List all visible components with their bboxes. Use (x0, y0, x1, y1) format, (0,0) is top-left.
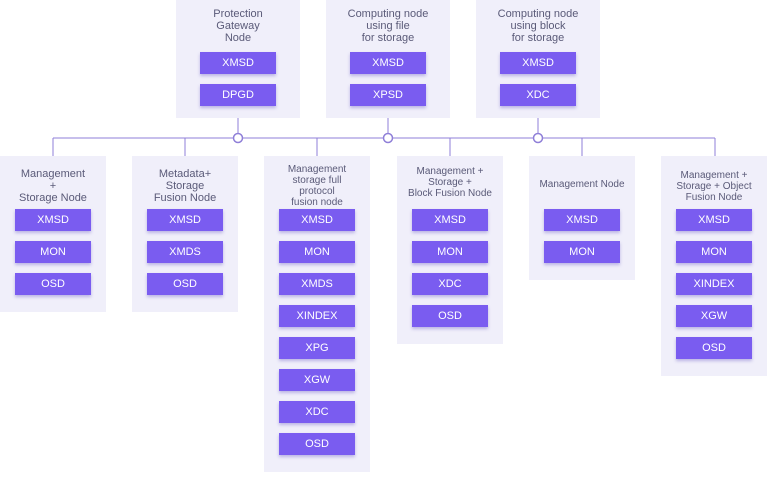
junction-circle-1 (232, 132, 244, 144)
service-box: XMSD (200, 52, 276, 74)
service-box: XMDS (147, 241, 223, 263)
junction-circle-2 (382, 132, 394, 144)
node-computing-file: Computing node using file for storage XM… (326, 0, 450, 118)
node-title: Management Node (539, 179, 625, 190)
service-box: OSD (147, 273, 223, 295)
node-title: Management storage full protocol fusion … (287, 164, 347, 208)
service-box: MON (15, 241, 91, 263)
service-box: XMSD (350, 52, 426, 74)
service-box: XPG (279, 337, 355, 359)
node-computing-block: Computing node using block for storage X… (476, 0, 600, 118)
service-box: MON (676, 241, 752, 263)
node-protection-gateway: Protection Gateway Node XMSD DPGD (176, 0, 300, 118)
node-full-protocol-fusion: Management storage full protocol fusion … (264, 156, 370, 472)
node-title: Management + Storage + Object Fusion Nod… (676, 170, 752, 203)
service-box: MON (412, 241, 488, 263)
node-title: Computing node using block for storage (497, 8, 579, 44)
node-metadata-storage: Metadata+ Storage Fusion Node XMSD XMDS … (132, 156, 238, 312)
node-object-fusion: Management + Storage + Object Fusion Nod… (661, 156, 767, 376)
service-box: XDC (500, 84, 576, 106)
service-box: OSD (15, 273, 91, 295)
service-box: MON (279, 241, 355, 263)
service-box: XINDEX (676, 273, 752, 295)
service-box: XMSD (412, 209, 488, 231)
node-title: Management + Storage + Block Fusion Node (408, 166, 492, 199)
node-title: Metadata+ Storage Fusion Node (153, 168, 217, 204)
service-box: OSD (279, 433, 355, 455)
service-box: DPGD (200, 84, 276, 106)
service-box: XGW (676, 305, 752, 327)
node-block-fusion: Management + Storage + Block Fusion Node… (397, 156, 503, 344)
service-box: XMSD (15, 209, 91, 231)
service-box: MON (544, 241, 620, 263)
service-box: XDC (412, 273, 488, 295)
service-box: XPSD (350, 84, 426, 106)
service-box: XMDS (279, 273, 355, 295)
service-box: XGW (279, 369, 355, 391)
service-box: XINDEX (279, 305, 355, 327)
service-box: XMSD (676, 209, 752, 231)
node-management: Management Node XMSD MON (529, 156, 635, 280)
junction-circle-3 (532, 132, 544, 144)
service-box: XMSD (279, 209, 355, 231)
node-management-storage: Management + Storage Node XMSD MON OSD (0, 156, 106, 312)
node-title: Protection Gateway Node (213, 8, 263, 44)
service-box: OSD (412, 305, 488, 327)
service-box: XMSD (544, 209, 620, 231)
node-title: Computing node using file for storage (347, 8, 429, 44)
service-box: XDC (279, 401, 355, 423)
service-box: XMSD (500, 52, 576, 74)
service-box: OSD (676, 337, 752, 359)
node-title: Management + Storage Node (19, 168, 87, 204)
service-box: XMSD (147, 209, 223, 231)
